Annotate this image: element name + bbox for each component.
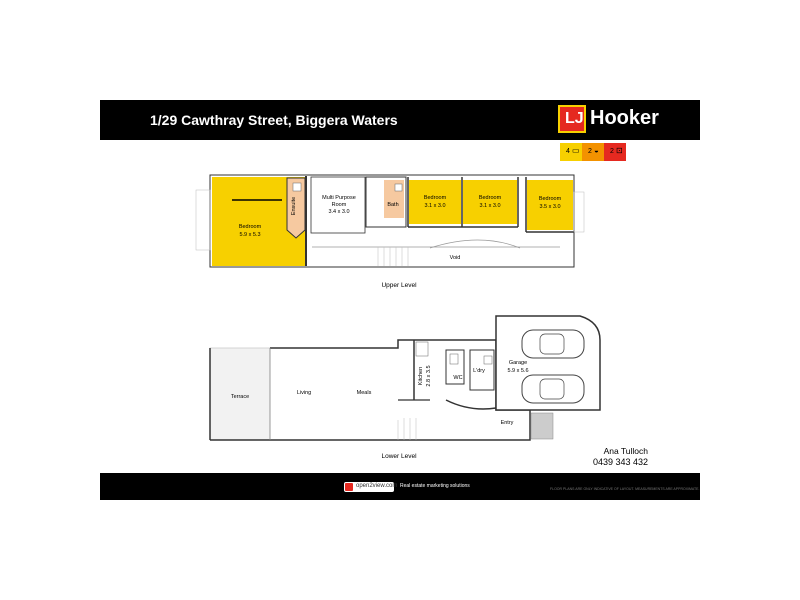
- kitchen-label: Kitchen: [418, 367, 424, 385]
- ensuite-area: [286, 177, 306, 239]
- car-1: [521, 329, 585, 359]
- kitchen-sink: [415, 341, 429, 357]
- bedroom-3-label: Bedroom: [479, 195, 502, 201]
- bedrooms-feature: 4 ▭: [560, 143, 582, 161]
- bathrooms-feature: 2 ◒: [582, 143, 604, 161]
- bed-icon: ▭: [572, 146, 580, 155]
- header-bar: 1/29 Cawthray Street, Biggera Waters LJ …: [100, 100, 700, 140]
- bedroom-2-label: Bedroom: [424, 195, 447, 201]
- car-icon: ⊡: [616, 146, 623, 155]
- garage-label: Garage: [509, 360, 527, 366]
- lower-labels: Terrace Living Meals Kitchen 2.8 x 3.5 W…: [231, 360, 529, 460]
- lj-logo-mark: LJ: [558, 105, 586, 133]
- right-rail: [573, 191, 585, 233]
- bath-label: Bath: [387, 202, 398, 208]
- wc-label: WC: [453, 375, 462, 381]
- bathrooms-count: 2: [588, 148, 592, 155]
- feature-strip: 4 ▭ 2 ◒ 2 ⊡: [560, 143, 626, 161]
- void-curve: [429, 239, 521, 249]
- multi-purpose-label-2: Room: [332, 202, 347, 208]
- lower-level-plan: [209, 315, 601, 441]
- ensuite-label: Ensuite: [291, 197, 297, 215]
- entry-label: Entry: [501, 420, 514, 426]
- multi-purpose-room: [310, 176, 366, 234]
- bedroom-4-size: 3.5 x 3.0: [539, 204, 560, 210]
- garage-size: 5.9 x 5.6: [507, 368, 528, 374]
- property-address: 1/29 Cawthray Street, Biggera Waters: [150, 112, 398, 128]
- open2view-logo-icon: [345, 483, 353, 491]
- upper-level-label: Upper Level: [381, 282, 417, 289]
- bedroom-3-size: 3.1 x 3.0: [479, 203, 500, 209]
- car-2: [521, 374, 585, 404]
- multi-purpose-size: 3.4 x 3.0: [328, 209, 349, 215]
- agent-name: Ana Tulloch: [603, 446, 648, 456]
- terrace-label: Terrace: [231, 394, 249, 400]
- open2view-name: open2view.com: [356, 483, 398, 489]
- multi-purpose-label-1: Multi Purpose: [322, 195, 356, 201]
- void-label: Void: [450, 255, 461, 261]
- bath-toilet: [394, 183, 403, 192]
- logo-mark-text: LJ: [565, 110, 584, 127]
- upper-level-plan: [195, 174, 585, 268]
- upper-labels: Bedroom 5.9 x 5.3 Ensuite Multi Purpose …: [239, 195, 562, 289]
- wc-toilet: [449, 353, 459, 365]
- entry-porch: [530, 412, 554, 440]
- ensuite-basin: [292, 182, 302, 192]
- bedroom-2-size: 3.1 x 3.0: [424, 203, 445, 209]
- bath-icon: ◒: [594, 146, 599, 155]
- bedroom-4-area: [527, 180, 573, 230]
- agent-phone: 0439 343 432: [592, 457, 648, 467]
- laundry-tub: [483, 355, 493, 365]
- living-label: Living: [297, 390, 311, 396]
- bedroom-2-area: [409, 180, 461, 224]
- master-bedroom-label: Bedroom: [239, 224, 262, 230]
- terrace-area: [209, 347, 271, 441]
- laundry-label: L'dry: [473, 368, 485, 374]
- entry-curve: [445, 399, 497, 410]
- open2view-tagline: Real estate marketing solutions: [400, 483, 470, 489]
- upper-stairs: [377, 247, 409, 266]
- bedrooms-count: 4: [566, 148, 570, 155]
- cars-count: 2: [610, 148, 614, 155]
- bedroom-3-area: [463, 180, 517, 224]
- lower-stairs: [397, 418, 417, 440]
- bedroom-4-label: Bedroom: [539, 196, 562, 202]
- open2view-logo: open2view.com: [344, 482, 398, 492]
- agent-contact: Ana Tulloch 0439 343 432: [568, 446, 648, 468]
- meals-label: Meals: [357, 390, 372, 396]
- left-rail: [195, 189, 211, 251]
- master-bedroom-size: 5.9 x 5.3: [239, 232, 260, 238]
- cars-feature: 2 ⊡: [604, 143, 626, 161]
- disclaimer-text: FLOOR PLANS ARE ONLY INDICATIVE OF LAYOU…: [550, 487, 700, 491]
- footer-bar: open2view.com Real estate marketing solu…: [100, 473, 700, 500]
- logo-brand-name: Hooker: [590, 107, 659, 129]
- kitchen-size: 2.8 x 3.5: [426, 365, 432, 386]
- lower-level-label: Lower Level: [381, 453, 417, 460]
